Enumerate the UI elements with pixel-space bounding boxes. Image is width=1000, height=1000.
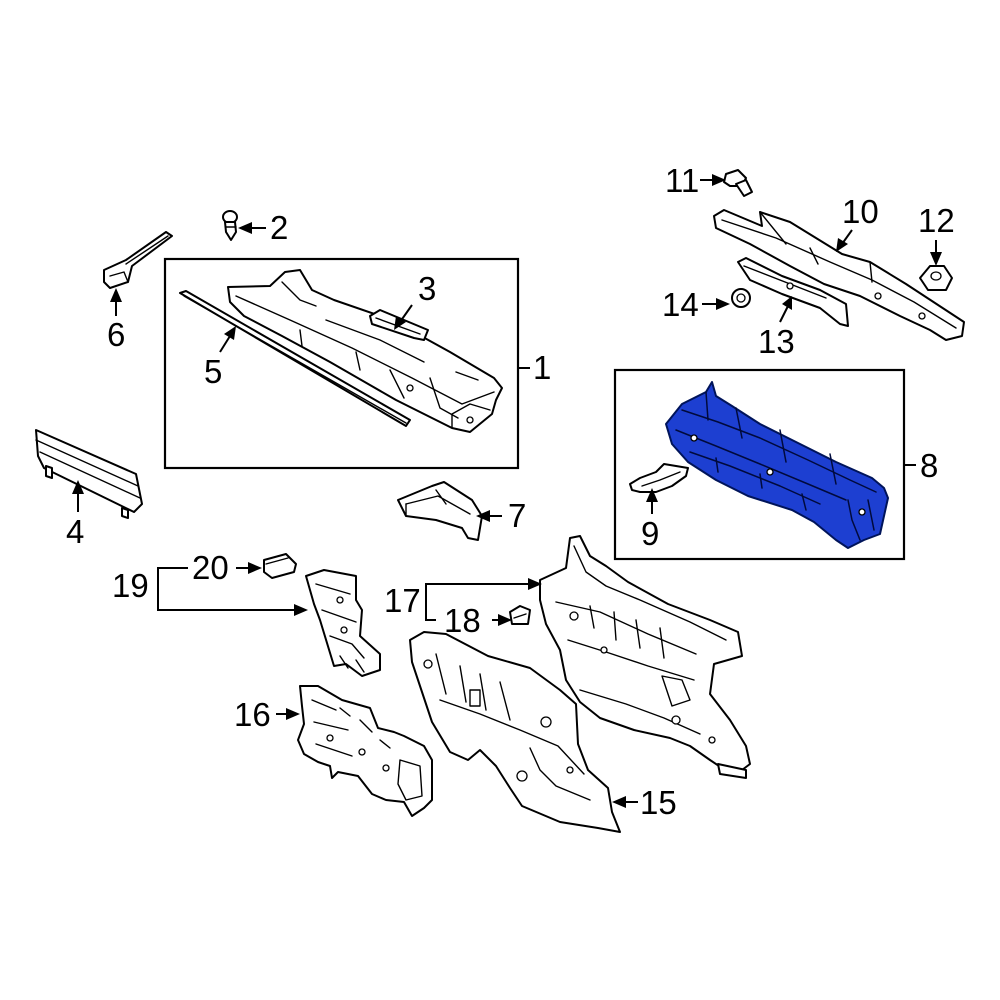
part-5-seal (179, 290, 411, 427)
part-17-dash-panel (539, 535, 751, 779)
callout-4: 4 (66, 513, 84, 550)
callout-10: 10 (842, 193, 879, 230)
part-1-cowl-panel (227, 269, 503, 433)
callout-6: 6 (107, 316, 125, 353)
leader-lines (72, 174, 942, 808)
part-8-body (665, 381, 889, 549)
callout-12: 12 (918, 202, 955, 239)
part-7-bracket (397, 481, 483, 541)
callout-20: 20 (192, 549, 229, 586)
part-14-grommet (731, 288, 751, 308)
callout-17: 17 (384, 582, 421, 619)
callout-13: 13 (758, 323, 795, 360)
callout-7: 7 (508, 497, 526, 534)
callout-14: 14 (662, 286, 699, 323)
part-16-insulator (297, 685, 433, 817)
callout-19: 19 (112, 567, 149, 604)
callout-15: 15 (640, 784, 677, 821)
callout-2: 2 (270, 209, 288, 246)
callout-1: 1 (533, 349, 551, 386)
part-19-bracket (305, 569, 381, 677)
part-9-bracket (629, 463, 689, 493)
part-13-reinforcement (737, 257, 849, 327)
callout-16: 16 (234, 696, 271, 733)
group-box-1 (163, 257, 520, 470)
part-20-clip (263, 553, 297, 579)
callout-18: 18 (444, 602, 481, 639)
callout-3: 3 (418, 270, 436, 307)
part-18-clip (509, 605, 531, 625)
part-2-clip (222, 210, 238, 241)
part-4-cover (35, 429, 143, 519)
callout-11: 11 (665, 162, 699, 199)
callout-labels: 1 2 3 4 5 6 7 8 9 10 11 12 13 14 15 16 1… (66, 162, 955, 821)
part-15-dash-panel (409, 631, 621, 833)
callout-5: 5 (204, 353, 222, 390)
callout-9: 9 (641, 515, 659, 552)
part-12-nut (919, 265, 953, 291)
part-10-reinforcement (713, 209, 965, 341)
part-6-bracket (103, 231, 173, 289)
callout-8: 8 (920, 447, 938, 484)
part-8-cowl-panel-highlighted (665, 381, 889, 549)
part-11-bolt (723, 169, 753, 197)
